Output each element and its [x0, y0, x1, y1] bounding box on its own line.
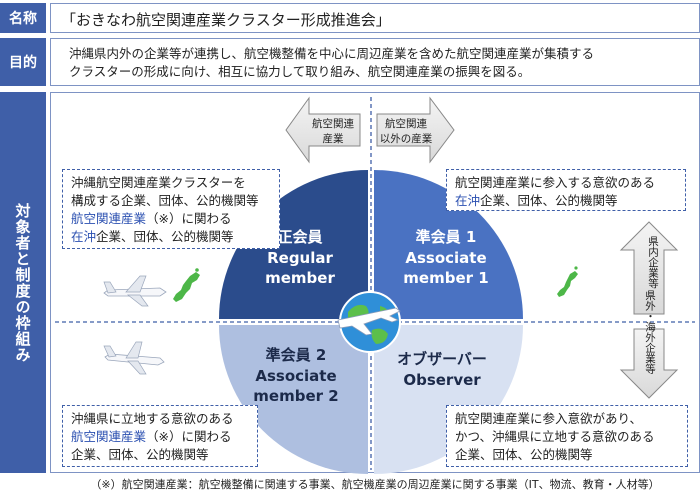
right-arrow-label-2: 以外の産業 [380, 132, 433, 145]
note-associate-member-2: 沖縄県に立地する意欲のある 航空関連産業（※）に関わる 企業、団体、公的機関等 [62, 405, 258, 467]
right-arrow: 航空関連 以外の産業 [376, 96, 455, 164]
regular-en-1: Regular [267, 249, 333, 267]
note-regular-member: 沖縄航空関連産業クラスターを 構成する企業、団体、公的機関等 航空関連産業（※）… [62, 169, 280, 249]
associate2-en-1: Associate [255, 367, 336, 385]
down-arrow-label: 県外・海外企業等 [644, 290, 656, 374]
associate-member-1-quadrant [374, 170, 523, 319]
note-observer: 航空関連産業に参入意欲があり、 かつ、沖縄県に立地する意欲のある 企業、団体、公… [446, 405, 688, 467]
purpose-text: 沖縄県内外の企業等が連携し、航空機整備を中心に周辺産業を含めた航空関連産業が集積… [50, 38, 700, 86]
left-arrow: 航空関連 産業 [285, 96, 361, 164]
purpose-line-2: クラスターの形成に向け、相互に協力して取り組み、航空関連産業の振興を図る。 [69, 64, 531, 79]
associate1-ja: 準会員 1 [416, 228, 477, 246]
left-arrow-label-2: 産業 [323, 132, 344, 145]
up-arrow-label: 県内企業等 [647, 236, 659, 289]
okinawa-island-icon-left [173, 268, 200, 302]
observer-en: Observer [403, 371, 481, 389]
up-arrow: 県内企業等 [619, 221, 679, 315]
regular-en-2: member [265, 269, 335, 287]
purpose-label: 目的 [0, 38, 46, 86]
okinawa-island-icon-right [557, 266, 578, 297]
airplane-icon-upper [103, 275, 167, 307]
airplane-icon-lower [103, 341, 165, 375]
regular-member-quadrant [219, 170, 368, 319]
associate1-en-1: Associate [405, 249, 486, 267]
observer-ja: オブザーバー [397, 350, 487, 368]
associate2-en-2: member 2 [253, 387, 338, 405]
purpose-line-1: 沖縄県内外の企業等が連携し、航空機整備を中心に周辺産業を含めた航空関連産業が集積… [69, 46, 595, 61]
right-arrow-label-1: 航空関連 [385, 117, 427, 130]
name-label: 名称 [0, 3, 46, 33]
regular-ja: 正会員 [277, 228, 322, 246]
down-arrow: 県外・海外企業等 [619, 290, 679, 399]
name-value: 「おきなわ航空関連産業クラスター形成推進会」 [50, 3, 700, 33]
associate2-ja: 準会員 2 [266, 346, 327, 364]
associate1-en-2: member 1 [403, 269, 488, 287]
associate-member-2-quadrant [219, 325, 368, 474]
observer-quadrant [374, 325, 523, 474]
target-label: 対象者と制度の枠組み [0, 92, 46, 473]
center-plane-icon [337, 307, 401, 336]
footnote: （※）航空関連産業：航空機整備に関連する事業、航空機産業の周辺産業に関する事業（… [90, 478, 660, 491]
left-arrow-label-1: 航空関連 [312, 117, 354, 130]
membership-circle: 正会員 Regular member 準会員 1 Associate membe… [219, 170, 523, 474]
note-associate-member-1: 航空関連産業に参入する意欲のある 在沖企業、団体、公的機関等 [446, 169, 686, 211]
